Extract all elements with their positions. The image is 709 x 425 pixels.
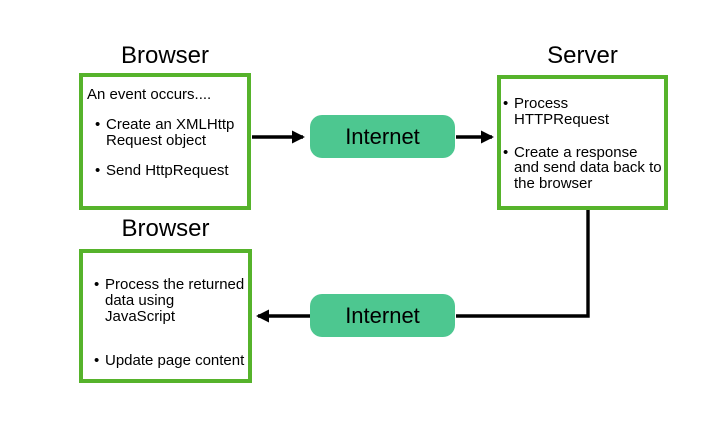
list-item: • Create a response and send data back t… bbox=[503, 143, 663, 192]
internet-bottom-node: Internet bbox=[310, 294, 455, 337]
list-item: • Process the returned data using JavaSc… bbox=[94, 277, 246, 324]
browser-top-title: Browser bbox=[120, 42, 210, 69]
bullet-text: Create a response and send data back to … bbox=[514, 143, 662, 192]
browser-bottom-box: • Process the returned data using JavaSc… bbox=[79, 249, 252, 383]
elbow-server-to-internet bbox=[456, 208, 590, 318]
browser-top-intro: An event occurs.... bbox=[87, 86, 212, 103]
bullet-text: Process the returned data using JavaScri… bbox=[105, 276, 245, 325]
bullet-text: Send HttpRequest bbox=[106, 162, 229, 180]
bullet-icon: • bbox=[95, 162, 101, 180]
list-item: • Send HttpRequest bbox=[95, 163, 243, 179]
browser-bottom-title: Browser bbox=[121, 215, 210, 242]
bullet-text: Process HTTPRequest bbox=[514, 95, 610, 128]
internet-top-node: Internet bbox=[310, 115, 455, 158]
browser-top-bullet-list: • Create an XMLHttp Request object • Sen… bbox=[87, 115, 243, 179]
bullet-icon: • bbox=[95, 115, 101, 133]
browser-top-box: An event occurs.... • Create an XMLHttp … bbox=[79, 73, 251, 210]
list-item: • Process HTTPRequest bbox=[503, 96, 663, 128]
bullet-icon: • bbox=[503, 143, 509, 161]
bullet-icon: • bbox=[94, 352, 100, 370]
list-item: • Update page content bbox=[94, 353, 246, 369]
bullet-text: Update page content bbox=[105, 352, 245, 370]
bullet-icon: • bbox=[94, 276, 100, 293]
server-box: • Process HTTPRequest • Create a respons… bbox=[497, 75, 668, 210]
bullet-icon: • bbox=[503, 95, 509, 112]
browser-bottom-bullet-list: • Process the returned data using JavaSc… bbox=[87, 277, 246, 369]
server-bullet-list: • Process HTTPRequest • Create a respons… bbox=[501, 96, 663, 192]
bullet-text: Create an XMLHttp Request object bbox=[106, 115, 235, 149]
server-title: Server bbox=[547, 42, 618, 69]
list-item: • Create an XMLHttp Request object bbox=[95, 115, 243, 149]
